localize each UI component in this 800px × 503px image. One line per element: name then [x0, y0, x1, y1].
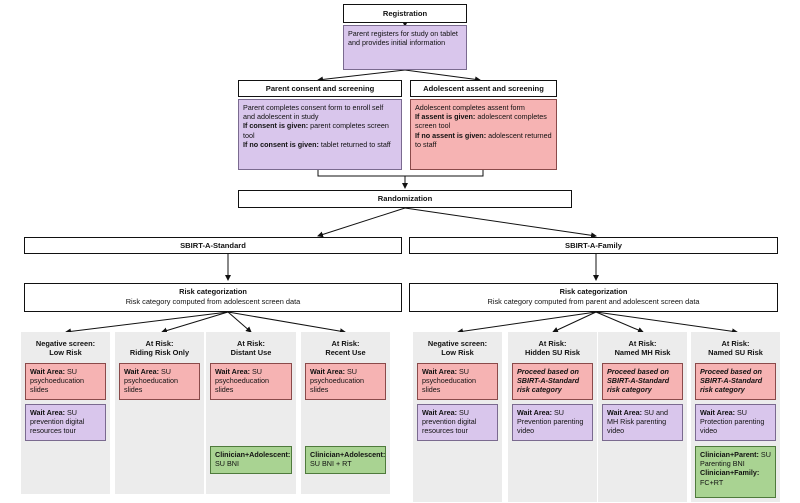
parent-consent-box: Parent completes consent form to enroll …	[238, 99, 402, 170]
family-su-wait-video: Wait Area: SU Protection parenting video	[695, 404, 776, 441]
adolescent-assent-if-given: If assent is given: adolescent completes…	[415, 112, 547, 131]
parent-consent-header: Parent consent and screening	[238, 80, 402, 97]
standard-low-wait-tour: Wait Area: SU prevention digital resourc…	[25, 404, 106, 441]
standard-distant-wait-psychoed: Wait Area: SU psychoeducation slides	[210, 363, 292, 400]
standard-risk-text: Risk category computed from adolescent s…	[125, 296, 301, 306]
family-col-1-head: Negative screen:Low Risk	[427, 339, 488, 358]
family-arm-header: SBIRT-A-Family	[409, 237, 778, 254]
standard-arm-header: SBIRT-A-Standard	[24, 237, 402, 254]
standard-risk-title: Risk categorization	[179, 287, 247, 296]
standard-col-3-head: At Risk:Distant Use	[230, 339, 272, 358]
family-col-3-head: At Risk:Named MH Risk	[614, 339, 671, 358]
family-risk-text: Risk category computed from parent and a…	[487, 296, 700, 306]
standard-col-2	[115, 332, 204, 494]
family-hidden-proceed: Proceed based on SBIRT-A-Standard risk c…	[512, 363, 593, 400]
family-mh-proceed: Proceed based on SBIRT-A-Standard risk c…	[602, 363, 683, 400]
family-su-clinician-parent: Clinician+Parent: SU Parenting BNI	[700, 450, 771, 469]
family-risk-categorization: Risk categorization Risk category comput…	[409, 283, 778, 312]
randomization-header: Randomization	[238, 190, 572, 208]
parent-consent-line1: Parent completes consent form to enroll …	[243, 103, 384, 122]
family-col-2-head: At Risk:Hidden SU Risk	[524, 339, 581, 358]
adolescent-assent-header: Adolescent assent and screening	[410, 80, 557, 97]
registration-header: Registration	[343, 4, 467, 23]
standard-col-1-head: Negative screen:Low Risk	[35, 339, 96, 358]
parent-consent-if-no: If no consent is given: tablet returned …	[243, 139, 391, 149]
adolescent-assent-line1: Adolescent completes assent form	[415, 103, 525, 112]
standard-risk-categorization: Risk categorization Risk category comput…	[24, 283, 402, 312]
standard-riding-wait-psychoed: Wait Area: SU psychoeducation slides	[119, 363, 200, 400]
parent-consent-if-given: If consent is given: parent completes sc…	[243, 121, 389, 140]
adolescent-assent-if-no: If no assent is given: adolescent return…	[415, 130, 552, 149]
standard-low-wait-psychoed: Wait Area: SU psychoeducation slides	[25, 363, 106, 400]
family-su-clinician: Clinician+Parent: SU Parenting BNI Clini…	[695, 446, 776, 498]
registration-box: Parent registers for study on tablet and…	[343, 25, 467, 70]
family-risk-title: Risk categorization	[559, 287, 628, 296]
family-hidden-wait-video: Wait Area: SU Prevention parenting video	[512, 404, 593, 441]
family-col-4-head: At Risk:Named SU Risk	[708, 339, 763, 358]
family-low-wait-psychoed: Wait Area: SU psychoeducation slides	[417, 363, 498, 400]
family-su-clinician-family: Clinician+Family: FC+RT	[700, 468, 760, 487]
family-su-proceed: Proceed based on SBIRT-A-Standard risk c…	[695, 363, 776, 400]
family-low-wait-tour: Wait Area: SU prevention digital resourc…	[417, 404, 498, 441]
adolescent-assent-box: Adolescent completes assent form If asse…	[410, 99, 557, 170]
standard-col-2-head: At Risk:Riding Risk Only	[129, 339, 190, 358]
standard-recent-clinician-bni-rt: Clinician+Adolescent: SU BNI + RT	[305, 446, 386, 474]
standard-distant-clinician-bni: Clinician+Adolescent: SU BNI	[210, 446, 292, 474]
standard-col-4-head: At Risk:Recent Use	[325, 339, 366, 358]
standard-recent-wait-psychoed: Wait Area: SU psychoeducation slides	[305, 363, 386, 400]
family-mh-wait-video: Wait Area: SU and MH Risk parenting vide…	[602, 404, 683, 441]
